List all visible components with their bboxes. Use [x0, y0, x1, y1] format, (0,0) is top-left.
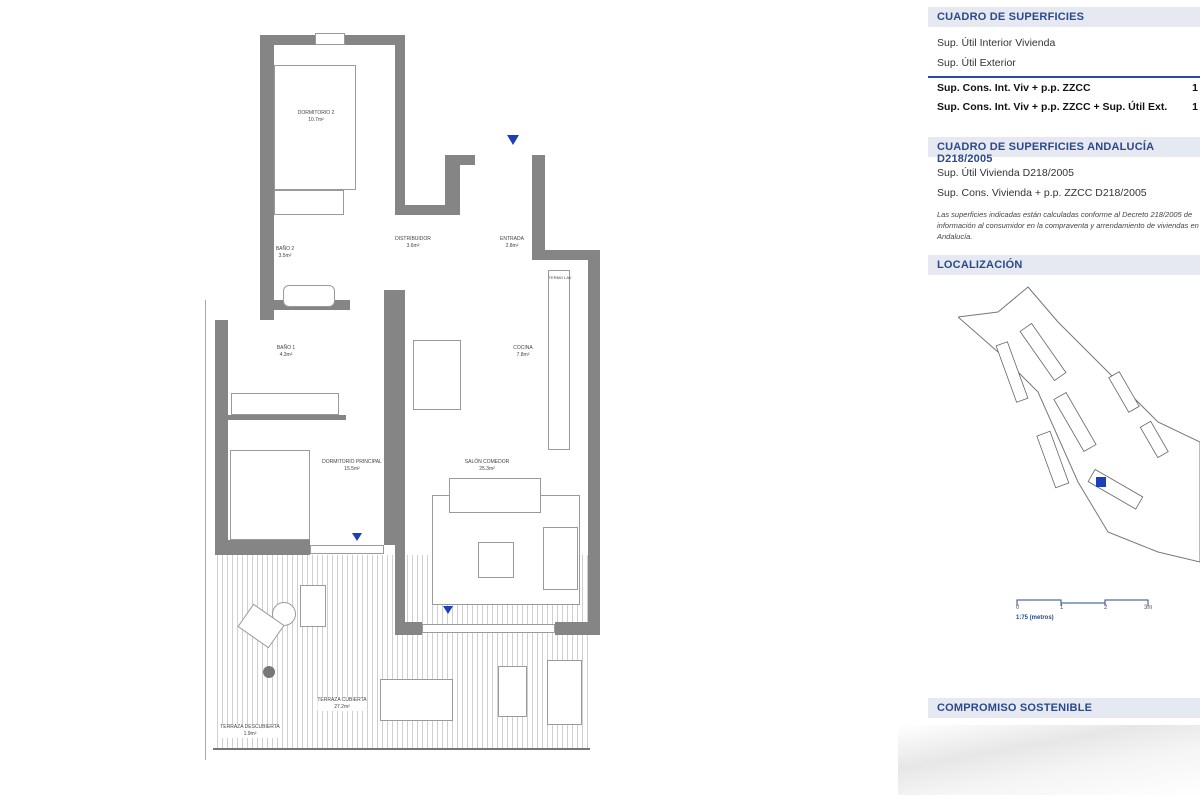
area-row: Sup. Útil Vivienda D218/2005	[937, 167, 1074, 179]
scale-label: 1:75 (metros)	[1016, 615, 1054, 621]
wall	[215, 320, 228, 555]
scale-bar	[1016, 599, 1149, 606]
appliance-label: TERMO LAV	[548, 275, 572, 280]
location-map	[958, 286, 1200, 563]
armchair	[543, 527, 578, 590]
window	[422, 624, 555, 633]
wall	[445, 155, 460, 215]
area-row: Sup. Útil Interior Vivienda	[937, 37, 1056, 49]
bed	[274, 65, 356, 190]
wall	[215, 540, 310, 555]
outdoor-sofa	[547, 660, 582, 725]
planter	[263, 666, 275, 678]
wardrobe	[231, 393, 339, 415]
unit-location-marker	[1096, 477, 1106, 487]
dining-table	[413, 340, 461, 410]
wardrobe	[274, 190, 344, 215]
wall	[395, 622, 422, 635]
divider	[928, 76, 1200, 78]
wall	[228, 415, 346, 420]
section-header: CUADRO DE SUPERFICIES ANDALUCÍA D218/200…	[928, 137, 1200, 165]
wall	[532, 250, 600, 260]
wall	[395, 205, 460, 215]
legal-note: Las superficies indicadas están calculad…	[937, 210, 1199, 241]
wall	[260, 35, 274, 320]
wall	[395, 290, 405, 635]
kitchen-counter	[548, 270, 570, 450]
section-header: CUADRO DE SUPERFICIES	[928, 7, 1200, 27]
area-row-bold: Sup. Cons. Int. Viv + p.p. ZZCC + Sup. Ú…	[937, 101, 1198, 113]
bathtub	[283, 285, 335, 307]
wall	[395, 35, 405, 215]
view-marker-icon	[352, 533, 362, 541]
railing	[205, 300, 215, 760]
area-row: Sup. Útil Exterior	[937, 57, 1016, 69]
view-marker-icon	[443, 606, 453, 614]
entrance-marker-icon	[507, 135, 519, 145]
bed	[230, 450, 310, 540]
window	[310, 545, 384, 554]
wall	[532, 155, 545, 255]
section-header: COMPROMISO SOSTENIBLE	[928, 698, 1200, 718]
wall	[384, 290, 395, 545]
window	[315, 33, 345, 45]
lounger	[498, 666, 527, 717]
sofa	[449, 478, 541, 513]
wall	[445, 155, 475, 165]
chair	[300, 585, 326, 627]
coffee-table	[478, 542, 514, 578]
wall	[555, 622, 600, 635]
terrace-table	[380, 679, 453, 721]
area-row: Sup. Cons. Vivienda + p.p. ZZCC D218/200…	[937, 187, 1147, 199]
info-panel: CUADRO DE SUPERFICIES Sup. Útil Interior…	[898, 0, 1200, 800]
decorative-brush	[898, 725, 1200, 795]
wall	[588, 250, 600, 635]
section-header: LOCALIZACIÓN	[928, 255, 1200, 275]
